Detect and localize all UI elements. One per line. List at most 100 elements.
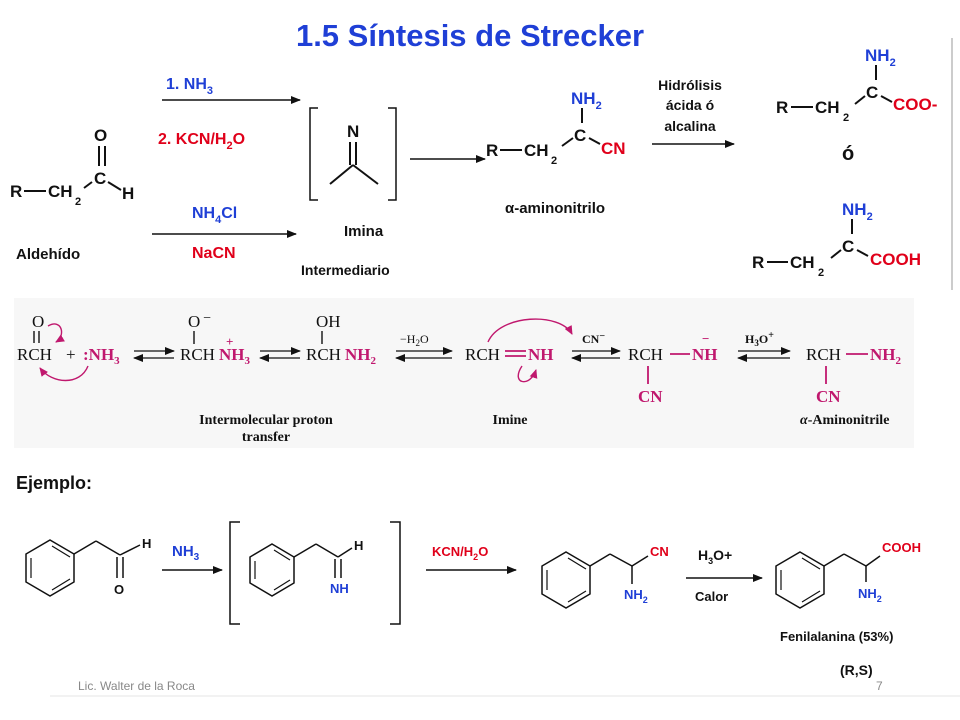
mechanism-background xyxy=(14,298,914,448)
mech-rch-1: RCH xyxy=(17,345,52,364)
example-phenylalanine: COOH NH2 Fenilalanina (53%) (R,S) xyxy=(775,540,921,678)
route2-reagent1: NH4Cl xyxy=(192,205,237,226)
hydrolysis-line1: Hidrólisis xyxy=(658,77,722,93)
example-aminonitrile: CN NH2 xyxy=(541,544,669,609)
aminonitrile-nh: NH2 xyxy=(571,89,602,112)
carboxylate-ch-sub: 2 xyxy=(843,112,849,124)
mech-curved-arrow-1 xyxy=(47,323,65,343)
route1-step2: 2. KCN/H2O xyxy=(158,131,245,152)
imine-sublabel: Intermediario xyxy=(301,262,390,278)
acid-ch-sub: 2 xyxy=(818,267,824,279)
imine-bracket-right xyxy=(388,107,397,201)
mech-equilibrium-1 xyxy=(133,347,175,362)
product-carboxylate: NH2 C COO- R CH 2 xyxy=(776,46,937,124)
aldehyde-ch: CH xyxy=(48,182,73,201)
aldehyde-label: Aldehído xyxy=(16,246,80,263)
aminonitrile-r: R xyxy=(486,141,498,160)
strecker-scheme: O C H R CH 2 Aldehído 1. NH3 2. KCN/H2O … xyxy=(10,38,953,290)
example-nitrile-cn: CN xyxy=(650,544,669,559)
imine-label: Imina xyxy=(344,223,384,240)
mech-ammonium: NH3 xyxy=(219,345,251,367)
mech-oxygen: O xyxy=(32,312,44,331)
aminonitrile-ch: CH xyxy=(524,141,549,160)
aminonitrile-ch-sub: 2 xyxy=(551,155,557,167)
footer-page-number: 7 xyxy=(876,679,883,693)
mech-label-aminonitrile: α-Aminonitrile xyxy=(800,413,889,428)
mech-curved-arrow-3 xyxy=(487,318,573,343)
carboxylate-coo: COO- xyxy=(893,95,937,114)
mech-equilibrium-5 xyxy=(737,347,791,362)
mech-final-amine: NH2 xyxy=(870,345,902,367)
example-reagent-heat: Calor xyxy=(695,589,728,604)
mechanism-panel: O RCH + :NH3 O− RCH + NH3 OH RCH NH2 −H2… xyxy=(14,298,914,448)
example-nitrile-nh2: NH2 xyxy=(624,587,648,605)
example-acid-cooh: COOH xyxy=(882,540,921,555)
route2-reagents: NH4Cl NaCN xyxy=(152,205,297,262)
mech-nitrile-2: CN xyxy=(816,387,841,406)
mech-curved-arrow-4 xyxy=(517,365,538,383)
carboxylate-r: R xyxy=(776,98,788,117)
example-aldehyde-o: O xyxy=(114,582,124,597)
aldehyde-carbon: C xyxy=(94,169,106,188)
route2-reagent2: NaCN xyxy=(192,245,236,262)
aldehyde-hydrogen: H xyxy=(122,184,134,203)
carboxylate-carbon: C xyxy=(866,83,878,102)
footer-author: Lic. Walter de la Roca xyxy=(78,679,195,693)
mech-cyanide: CN− xyxy=(582,331,605,346)
slide-title: 1.5 Síntesis de Strecker xyxy=(296,18,644,53)
example-reagent-nh3: NH3 xyxy=(172,543,200,563)
aminonitrile-structure: NH2 C CN R CH 2 α-aminonitrilo xyxy=(486,89,626,217)
mech-rch-5: RCH xyxy=(628,345,663,364)
mech-plus: + xyxy=(66,345,76,364)
example-product-name: Fenilalanina (53%) xyxy=(780,629,893,644)
acid-nh: NH2 xyxy=(842,200,873,223)
imine-nitrogen: N xyxy=(347,122,359,141)
mech-equilibrium-2 xyxy=(259,347,301,362)
mech-plus-charge: + xyxy=(226,334,233,349)
mech-ammonia: :NH3 xyxy=(83,345,120,367)
aminonitrile-cn: CN xyxy=(601,139,626,158)
carboxylate-ch: CH xyxy=(815,98,840,117)
mech-hydroxyl: OH xyxy=(316,312,341,331)
mech-rch-2: RCH xyxy=(180,345,215,364)
mech-rch-6: RCH xyxy=(806,345,841,364)
mech-label-imine: Imine xyxy=(493,413,528,428)
mech-equilibrium-4 xyxy=(571,347,621,362)
acid-cooh: COOH xyxy=(870,250,921,269)
route1-reagents: 1. NH3 2. KCN/H2O xyxy=(158,76,301,152)
mech-nitrile-1: CN xyxy=(638,387,663,406)
aldehyde-r: R xyxy=(10,182,22,201)
imine-intermediate: N Imina Intermediario xyxy=(301,107,397,278)
aldehyde-ch-sub: 2 xyxy=(75,196,81,208)
example-stereo: (R,S) xyxy=(840,662,873,678)
aldehyde-oxygen: O xyxy=(94,126,107,145)
example-aldehyde-h: H xyxy=(142,536,151,551)
example-imine-h: H xyxy=(354,538,363,553)
carboxylate-nh: NH2 xyxy=(865,46,896,69)
mech-equilibrium-3 xyxy=(395,347,453,362)
hydrolysis-reagents: Hidrólisis ácida ó alcalina xyxy=(652,77,735,148)
example-acid-nh2: NH2 xyxy=(858,586,882,604)
mech-water-loss: −H2O xyxy=(400,332,429,348)
example-aldehyde: H O xyxy=(25,536,151,597)
mech-label-proton-1: Intermolecular proton xyxy=(199,413,333,428)
hydrolysis-line2: ácida ó xyxy=(666,97,714,113)
imine-bracket-left xyxy=(309,107,318,201)
mech-imine-nh: NH xyxy=(528,345,554,364)
mech-minus-charge: − xyxy=(702,331,709,346)
hydrolysis-line3: alcalina xyxy=(664,118,716,134)
mech-label-proton-2: transfer xyxy=(242,430,290,445)
mech-rch-4: RCH xyxy=(465,345,500,364)
mech-curved-arrow-2 xyxy=(39,365,89,382)
acid-carbon: C xyxy=(842,237,854,256)
product-acid: NH2 C COOH R CH 2 xyxy=(752,200,921,279)
aminonitrile-carbon: C xyxy=(574,126,586,145)
or-word: ó xyxy=(842,143,854,165)
example-imine-nh: NH xyxy=(330,581,349,596)
route1-step1: 1. NH3 xyxy=(166,76,213,97)
mech-amide-nh: NH xyxy=(692,345,718,364)
example-scheme: H O NH3 H NH KCN/H2O xyxy=(25,521,921,678)
example-reagent-h3o: H3O+ xyxy=(698,547,732,566)
aminonitrile-label: α-aminonitrilo xyxy=(505,200,605,217)
example-imine: H NH xyxy=(229,521,401,625)
